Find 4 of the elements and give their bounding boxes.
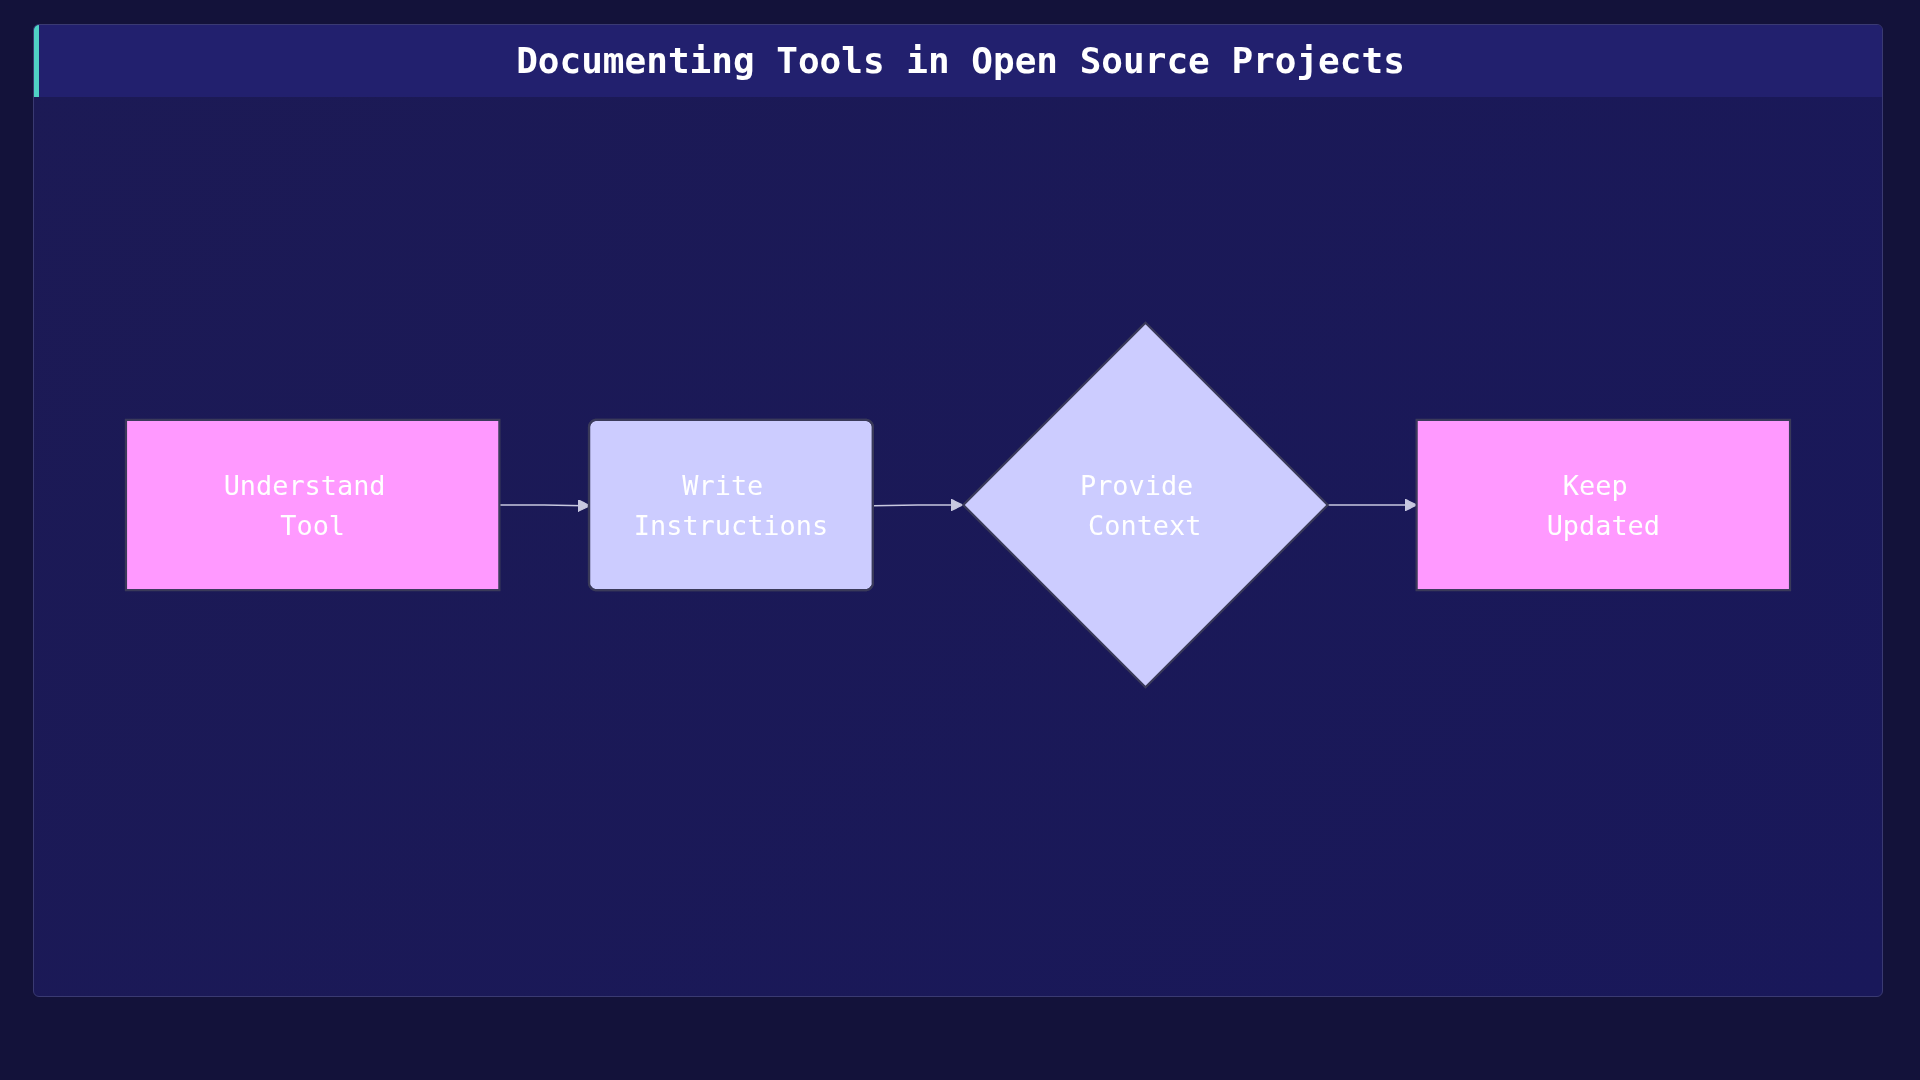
node-box: Keep Updated (1415, 418, 1792, 592)
arrow (872, 498, 964, 512)
diagram-title: Documenting Tools in Open Source Projects (34, 25, 1882, 97)
node-box: Understand Tool (124, 418, 501, 592)
